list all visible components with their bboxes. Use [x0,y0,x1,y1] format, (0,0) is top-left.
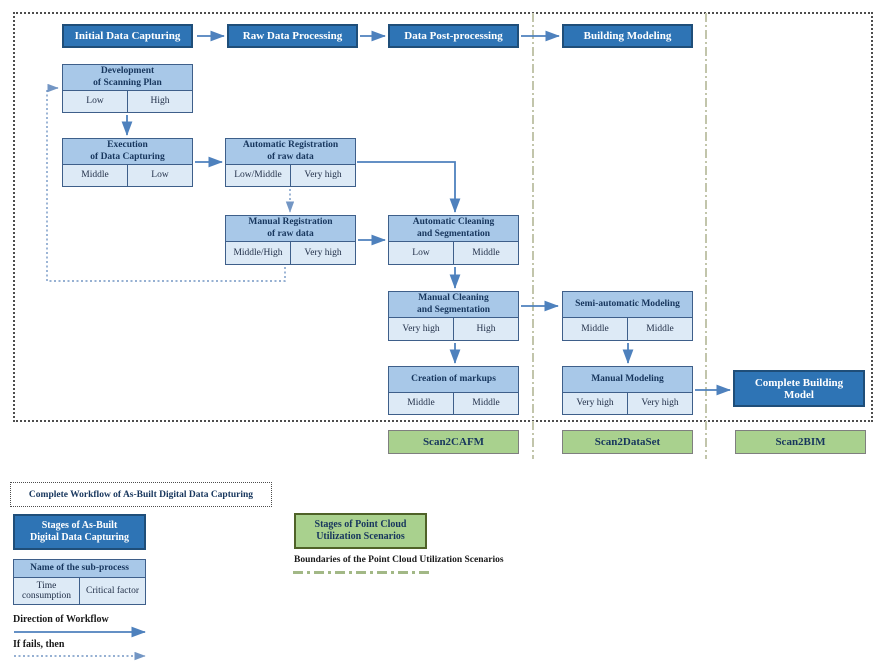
subprocess-values: Low High [63,91,192,112]
scenario-scan2bim: Scan2BIM [735,430,866,454]
title-line1: Manual Modeling [591,373,664,384]
critical-factor-value: Very high [627,393,692,414]
title-line1: Automatic Registration [242,140,339,150]
legend-subprocess-header: Name of the sub-process [14,560,145,578]
subprocess-title: Execution of Data Capturing [63,139,192,165]
critical-factor-value: High [127,91,192,112]
subprocess-values: Very high High [389,318,518,340]
legend-scenario-line2: Utilization Scenarios [316,531,405,542]
subprocess-title: Creation of markups [389,367,518,393]
legend-subprocess-box: Name of the sub-process Time consumption… [13,559,146,605]
title-line1: Execution [107,140,148,150]
critical-factor-value: High [453,318,518,340]
subprocess-values: Middle/High Very high [226,242,355,264]
workflow-boundary-frame [13,12,873,422]
critical-factor-value: Low [127,165,192,186]
stage-building-modeling: Building Modeling [562,24,693,48]
subprocess-values: Middle Low [63,165,192,186]
legend-critical-factor: Critical factor [79,578,145,604]
title-line2: and Segmentation [416,304,491,315]
subprocess-title: Automatic Cleaning and Segmentation [389,216,518,242]
stage-raw-data-processing: Raw Data Processing [227,24,358,48]
subprocess-title: Automatic Registration of raw data [226,139,355,165]
critical-factor-value: Middle [627,318,692,340]
title-line2: of raw data [267,228,314,239]
critical-factor-value: Middle [453,393,518,414]
scenario-boundary-line-1 [532,13,534,459]
legend-boundaries-line [293,571,429,574]
scenario-boundary-line-2 [705,13,707,459]
legend-stages-box: Stages of As-Built Digital Data Capturin… [13,514,146,550]
subprocess-manual-registration: Manual Registration of raw data Middle/H… [225,215,356,265]
subprocess-title: Manual Modeling [563,367,692,393]
title-line1: Automatic Cleaning [412,217,495,227]
time-consumption-value: Middle [81,170,109,181]
legend-scenario-line1: Stages of Point Cloud [314,519,407,530]
title-line2: Model [784,388,814,401]
time-consumption-value: Middle [407,398,435,409]
legend-direction-label: Direction of Workflow [13,614,109,625]
time-consumption-value: Very high [402,323,440,334]
legend-time-consumption: Time consumption [21,580,72,602]
subprocess-execution-of-data-capturing: Execution of Data Capturing Middle Low [62,138,193,187]
legend-boundaries-label: Boundaries of the Point Cloud Utilizatio… [294,555,504,565]
subprocess-title: Development of Scanning Plan [63,65,192,91]
subprocess-creation-of-markups: Creation of markups Middle Middle [388,366,519,415]
time-consumption-value: Low/Middle [234,170,282,181]
subprocess-development-of-scanning-plan: Development of Scanning Plan Low High [62,64,193,113]
subprocess-manual-modeling: Manual Modeling Very high Very high [562,366,693,415]
critical-factor-value: Very high [290,242,355,264]
title-line1: Complete Building [754,376,844,389]
title-line2: of raw data [267,151,314,162]
legend-stages-line1: Stages of As-Built [41,520,118,531]
critical-factor-value: Very high [290,165,355,186]
subprocess-values: Low Middle [389,242,518,264]
subprocess-automatic-cleaning: Automatic Cleaning and Segmentation Low … [388,215,519,265]
title-line2: and Segmentation [416,228,491,239]
time-consumption-value: Low [86,96,104,107]
legend-complete-workflow: Complete Workflow of As-Built Digital Da… [10,482,272,507]
title-line1: Development [100,66,155,76]
node-complete-building-model: Complete Building Model [733,370,865,407]
time-consumption-value: Middle [581,323,609,334]
title-line2: of Scanning Plan [93,77,162,88]
legend-stages-line2: Digital Data Capturing [30,532,129,543]
subprocess-values: Very high Very high [563,393,692,414]
scenario-scan2dataset: Scan2DataSet [562,430,693,454]
subprocess-title: Semi-automatic Modeling [563,292,692,318]
subprocess-manual-cleaning: Manual Cleaning and Segmentation Very hi… [388,291,519,341]
subprocess-title: Manual Cleaning and Segmentation [389,292,518,318]
title-line1: Manual Cleaning [418,293,489,303]
stage-initial-data-capturing: Initial Data Capturing [62,24,193,48]
subprocess-values: Middle Middle [389,393,518,414]
critical-factor-value: Middle [453,242,518,264]
subprocess-title: Manual Registration of raw data [226,216,355,242]
time-consumption-value: Low [412,247,430,258]
stage-data-post-processing: Data Post-processing [388,24,519,48]
time-consumption-value: Middle/High [233,247,283,258]
legend-scenario-box: Stages of Point Cloud Utilization Scenar… [294,513,427,549]
legend-if-fails-label: If fails, then [13,639,65,650]
subprocess-automatic-registration: Automatic Registration of raw data Low/M… [225,138,356,187]
subprocess-values: Low/Middle Very high [226,165,355,186]
subprocess-semi-automatic-modeling: Semi-automatic Modeling Middle Middle [562,291,693,341]
title-line2: of Data Capturing [90,151,165,162]
scenario-scan2cafm: Scan2CAFM [388,430,519,454]
subprocess-values: Middle Middle [563,318,692,340]
title-line1: Semi-automatic Modeling [575,298,680,309]
title-line1: Creation of markups [411,373,496,384]
legend-subprocess-title: Name of the sub-process [30,562,129,573]
legend-subprocess-cells: Time consumption Critical factor [14,578,145,604]
title-line1: Manual Registration [248,217,333,227]
time-consumption-value: Very high [576,398,614,409]
